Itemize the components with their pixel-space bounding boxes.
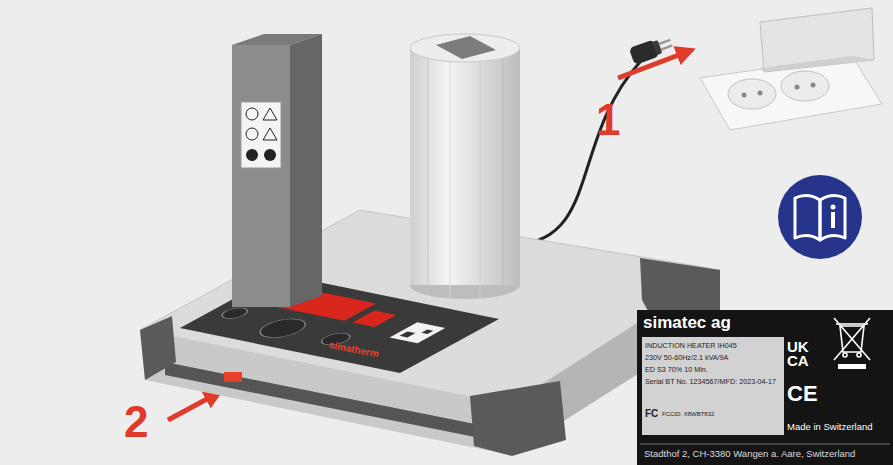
- rating-plate: simatec ag UK CA CE Made in SwitzerlandStad…: [637, 310, 893, 465]
- spec-panel: INDUCTION HEATER IH045 230V 50-60Hz/2.1 k…: [642, 337, 784, 435]
- callout-number: 2: [124, 400, 148, 444]
- fcc-logo: FC: [645, 408, 658, 419]
- brand-logo: simatherm: [328, 340, 380, 359]
- callout-arrow: [168, 392, 220, 420]
- induction-coil: [410, 34, 520, 299]
- spec-line: Serial BT No. 1234567/MFD: 2023-04-17: [645, 378, 776, 386]
- address-line: Stadthof 2, CH-3380 Wangen a. Aare, Swit…: [644, 449, 855, 459]
- plate-divider: [640, 444, 890, 445]
- ukca-mark: UK CA: [787, 340, 819, 369]
- manual-icon: [778, 175, 862, 259]
- origin-note: Made in Switzerland: [787, 422, 873, 432]
- weee-bar: [838, 364, 866, 369]
- ce-mark: CE: [787, 382, 818, 406]
- brand-name: simatec ag: [643, 314, 731, 333]
- yoke-leg: [232, 34, 322, 307]
- weee-bin-symbol: [834, 318, 870, 360]
- socket-outlet: [700, 8, 882, 130]
- spec-line: ED S3 70% 10 Min.: [645, 366, 708, 374]
- power-cable: [515, 62, 640, 245]
- power-switch: [224, 372, 242, 382]
- spec-line: 230V 50-60Hz/2.1 kVA/9A: [645, 354, 728, 362]
- fcc-id: FCCID: X8WBT832: [662, 411, 714, 418]
- callout-number: 1: [596, 98, 620, 142]
- spec-line: INDUCTION HEATER IH045: [645, 342, 737, 350]
- callout-arrow: [618, 50, 692, 78]
